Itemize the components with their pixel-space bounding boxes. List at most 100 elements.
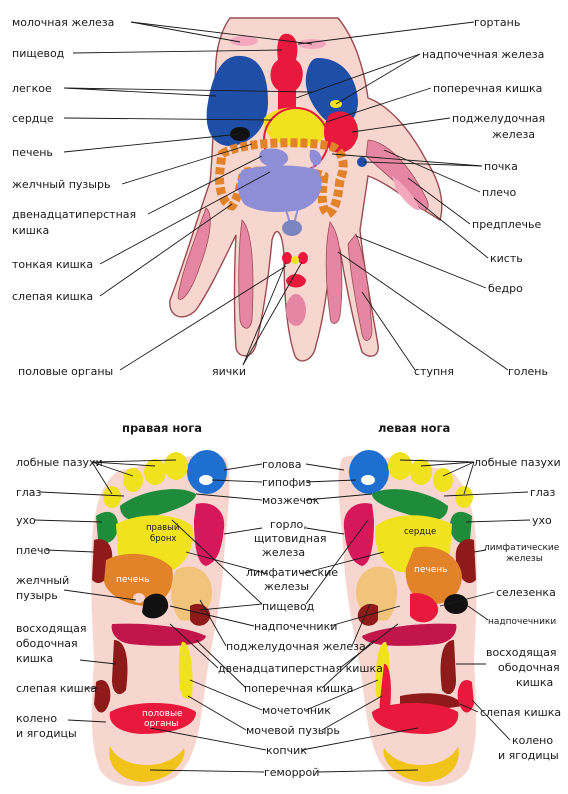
lung-right (305, 58, 358, 127)
hand-leader-lines (63, 21, 509, 371)
right-knee-label-1: колено (16, 712, 57, 725)
right-gallbladder (133, 593, 145, 603)
label-liver: печень (12, 146, 53, 159)
left-caecum-label: слепая кишка (480, 706, 561, 719)
lymph-label-2: железы (264, 580, 309, 593)
duodenum (259, 148, 289, 168)
label-gallbladder: желчный пузырь (12, 178, 110, 191)
transverse-colon-foot-label: поперечная кишка (244, 682, 353, 695)
left-thyroid-zone (343, 503, 374, 566)
right-toe-3 (144, 459, 166, 485)
testicle-right (298, 252, 308, 264)
left-toe-1 (349, 450, 389, 494)
label-larynx: гортань (474, 16, 520, 29)
right-genital-zone (109, 703, 196, 734)
right-bronchus-text-1: правый (146, 523, 179, 533)
label-thigh: бедро (488, 282, 523, 295)
limb-hand-zone (392, 176, 420, 211)
bladder-label: мочевой пузырь (246, 724, 340, 737)
right-eye-label: глаз (16, 486, 42, 499)
right-toe-5 (103, 486, 121, 508)
duodenum-foot-label: двенадцатиперстная кишка (218, 662, 383, 675)
label-heart: сердце (12, 112, 54, 125)
left-foot-title: левая нога (378, 421, 450, 435)
kidney (357, 157, 367, 167)
coccyx-red (286, 274, 306, 288)
limb-little-finger (347, 233, 373, 341)
label-adrenal: надпочечная железа (422, 48, 544, 61)
colon (215, 138, 348, 219)
label-pancreas-line2: железа (492, 128, 535, 141)
left-eye-label: глаз (530, 486, 556, 499)
genital-organ (291, 256, 299, 264)
label-small-intestine: тонкая кишка (12, 258, 93, 271)
right-genital-text-2: органы (144, 719, 178, 729)
label-breast-gland: молочная железа (12, 16, 114, 29)
left-genital-zone (372, 703, 459, 734)
duodenum-right (309, 149, 322, 166)
right-genital-text-1: половые (142, 709, 183, 719)
left-foot: сердце печень (338, 450, 477, 787)
limb-index-finger (238, 219, 254, 329)
right-caecum-label: слепая кишка (16, 682, 97, 695)
right-thyroid-zone (194, 503, 225, 566)
left-adrenal-label: надпочечники (488, 617, 556, 627)
right-caecum-zone (94, 680, 111, 713)
left-heart-text: сердце (404, 527, 436, 537)
right-toe-1 (187, 450, 227, 494)
lung-left (206, 55, 268, 147)
left-ear-label: ухо (532, 514, 552, 527)
finger-middle-pad (286, 294, 306, 326)
left-frontal-sinuses-label: лобные пазухи (474, 456, 561, 469)
limb-ring-finger (325, 221, 343, 324)
left-spleen-zone (410, 593, 439, 623)
spleen-label: селезенка (496, 586, 556, 599)
right-bronchus-text-2: бронх (150, 534, 176, 544)
left-toe-5 (455, 486, 473, 508)
right-frontal-sinuses-label: лобные пазухи (16, 456, 103, 469)
feet-illustration: правая нога левая нога правый бронх (16, 421, 561, 787)
label-shin: голень (508, 365, 548, 378)
left-lymph-label-1: лимфатические (484, 543, 560, 553)
right-ascending-colon-label-1: восходящая (16, 622, 86, 635)
pancreas-foot-label: поджелудочная железа (226, 640, 366, 653)
left-toe-4 (433, 468, 453, 492)
cerebellum-label: мозжечок (262, 494, 320, 507)
right-shoulder-label: плечо (16, 544, 50, 557)
left-ear-zone (450, 511, 472, 544)
bladder (282, 220, 302, 236)
feet-leader-lines (33, 459, 531, 773)
label-caecum: слепая кишка (12, 290, 93, 303)
head-label: голова (262, 458, 302, 471)
right-toe-4 (123, 468, 143, 492)
left-lymph-label-2: железы (506, 554, 543, 564)
label-forearm: предплечье (472, 218, 542, 231)
throat-label-2: щитовидная (254, 532, 326, 545)
label-lung: легкое (12, 82, 52, 95)
left-descending-colon (440, 640, 456, 695)
right-toe-2 (164, 452, 188, 480)
right-foot: правый бронх печень половые органы (91, 450, 230, 787)
label-duodenum-line2: кишка (12, 224, 49, 237)
left-knee-label-2: и ягодицы (498, 749, 559, 762)
right-knee-label-2: и ягодицы (16, 727, 77, 740)
left-ascending-colon-label-1: восходящая (486, 646, 556, 659)
ureter (269, 155, 317, 225)
label-pancreas-line1: поджелудочная (452, 112, 545, 125)
right-foot-title: правая нога (122, 421, 202, 435)
testicle-left (282, 252, 292, 264)
label-testicles: яички (212, 365, 246, 378)
label-esophagus: пищевод (12, 47, 65, 60)
label-shoulder: плечо (482, 186, 516, 199)
heart (263, 107, 327, 147)
hand-illustration: молочная железа пищевод легкое сердце пе… (12, 16, 548, 378)
left-heel-zone (383, 746, 459, 782)
limb-thumb (177, 207, 211, 300)
throat-label-3: железа (262, 546, 305, 559)
lymph-label-1: лимфатические (246, 566, 338, 579)
left-adrenal-dark (444, 594, 468, 614)
adrenal-foot-label: надпочечники (254, 620, 337, 633)
right-ear-label: ухо (16, 514, 36, 527)
label-foot: ступня (414, 365, 454, 378)
